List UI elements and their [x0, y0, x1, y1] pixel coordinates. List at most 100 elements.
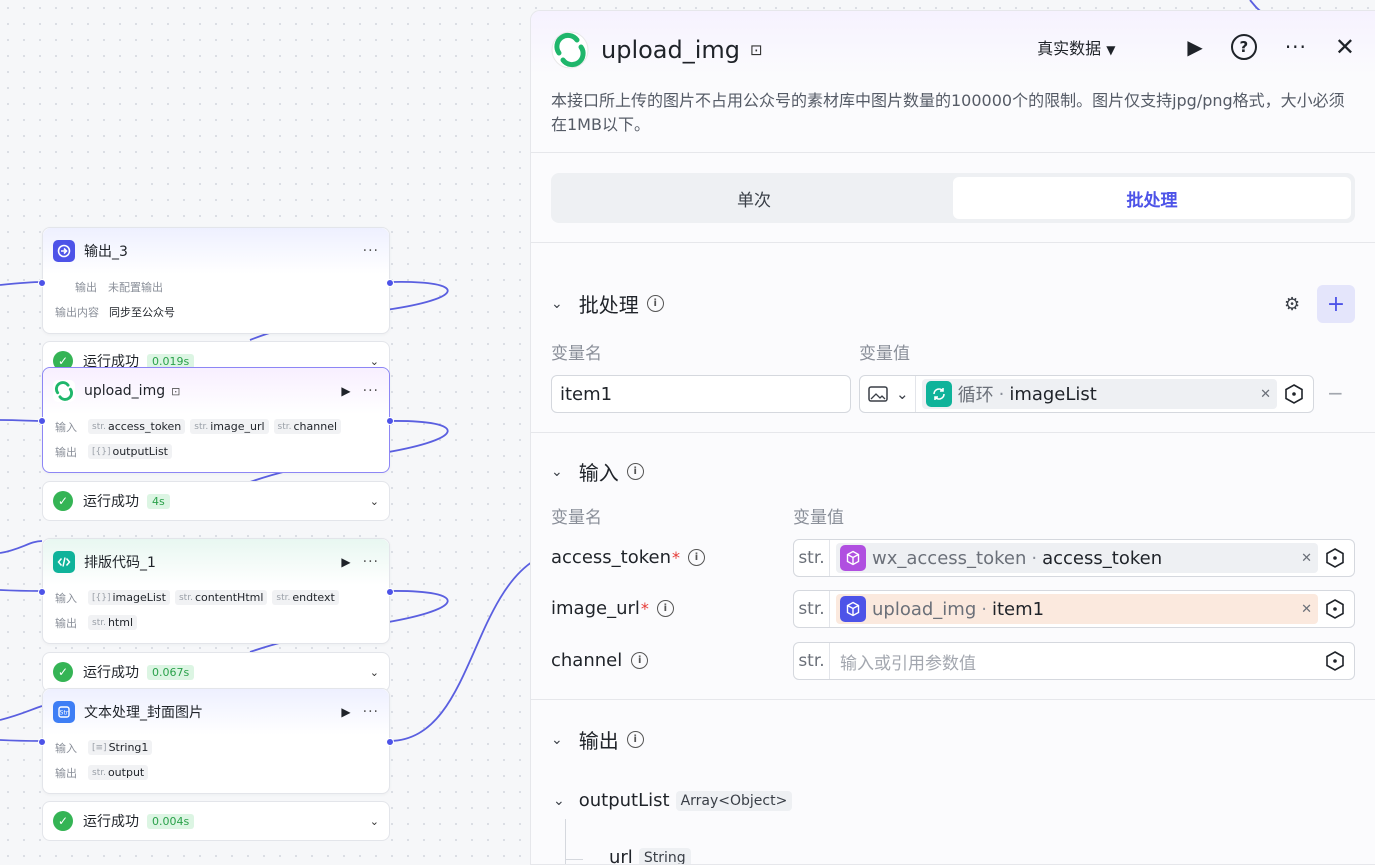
- status-text: 运行成功: [83, 665, 139, 681]
- param-tag: str.contentHtml: [174, 590, 268, 605]
- type-prefix: str.: [794, 591, 830, 627]
- output-port[interactable]: [386, 588, 394, 596]
- variable-reference[interactable]: upload_img · item1 ✕: [836, 594, 1318, 624]
- more-icon[interactable]: ···: [362, 704, 379, 720]
- item-name-value: item1: [560, 383, 613, 405]
- image-url-input[interactable]: str. upload_img · item1 ✕: [793, 590, 1355, 628]
- add-batch-button[interactable]: +: [1317, 285, 1355, 323]
- info-icon[interactable]: i: [688, 549, 705, 566]
- chevron-down-icon[interactable]: ⌄: [551, 295, 563, 312]
- row-label: 输出: [55, 445, 77, 459]
- clear-icon[interactable]: ✕: [1260, 386, 1271, 402]
- panel-title: upload_img: [601, 36, 741, 64]
- variable-picker-icon[interactable]: [1324, 547, 1346, 569]
- col-header-name: 变量名: [551, 344, 602, 364]
- check-icon: ✓: [53, 491, 73, 511]
- access-token-input[interactable]: str. wx_access_token · access_token ✕: [793, 539, 1355, 577]
- output-port[interactable]: [386, 279, 394, 287]
- more-icon[interactable]: ···: [362, 554, 379, 570]
- chevron-down-icon[interactable]: ⌄: [551, 463, 563, 480]
- close-icon[interactable]: ✕: [1334, 33, 1355, 61]
- info-icon[interactable]: i: [626, 463, 644, 480]
- play-icon[interactable]: ▶: [1187, 35, 1203, 59]
- remove-item-button[interactable]: −: [1327, 381, 1344, 405]
- tab-batch[interactable]: 批处理: [953, 177, 1351, 219]
- more-icon[interactable]: ···: [1284, 35, 1307, 59]
- input-port[interactable]: [38, 417, 46, 425]
- more-icon[interactable]: ···: [362, 243, 379, 259]
- real-data-label: 真实数据: [1037, 39, 1102, 58]
- caret-down-icon: ▼: [1106, 43, 1116, 57]
- ref-separator: ·: [998, 383, 1005, 405]
- output-type: Array<Object>: [675, 790, 793, 811]
- output-port[interactable]: [386, 738, 394, 746]
- node-output-3[interactable]: 输出_3 ··· 输出 未配置输出 输出内容 同步至公众号: [38, 227, 394, 334]
- run-status[interactable]: ✓ 运行成功 4s ⌄: [42, 481, 390, 521]
- info-icon[interactable]: i: [656, 600, 674, 617]
- variable-picker-icon[interactable]: [1324, 598, 1346, 620]
- play-icon[interactable]: ▶: [341, 384, 351, 398]
- input-section-header[interactable]: ⌄ 输入 i: [551, 457, 644, 486]
- output-port[interactable]: [386, 417, 394, 425]
- output-item-outputlist[interactable]: ⌄ outputList Array<Object>: [553, 790, 793, 811]
- channel-input[interactable]: str. 输入或引用参数值: [793, 642, 1355, 680]
- variable-picker-icon[interactable]: [1283, 383, 1305, 405]
- row-label: 输入: [55, 420, 77, 434]
- clear-icon[interactable]: ✕: [1301, 601, 1312, 617]
- info-icon[interactable]: i: [626, 731, 644, 748]
- ref-source: upload_img: [872, 598, 977, 620]
- ref-name: imageList: [1009, 383, 1097, 405]
- batch-item-name-input[interactable]: item1: [551, 375, 851, 413]
- variable-reference[interactable]: wx_access_token · access_token ✕: [836, 543, 1318, 573]
- field-name: image_url: [551, 598, 640, 619]
- play-icon[interactable]: ▶: [341, 555, 351, 569]
- real-data-dropdown[interactable]: 真实数据 ▼: [1037, 35, 1115, 59]
- help-icon[interactable]: ?: [1230, 34, 1257, 60]
- required-mark: *: [672, 548, 680, 567]
- panel-description: 本接口所上传的图片不占用公众号的素材库中图片数量的100000个的限制。图片仅支…: [551, 91, 1345, 134]
- output-name: outputList: [578, 790, 670, 811]
- info-icon[interactable]: i: [631, 652, 649, 669]
- batch-section-header[interactable]: ⌄ 批处理 i: [551, 289, 664, 318]
- param-tag: [≡]String1: [88, 740, 153, 755]
- settings-icon[interactable]: ⚙: [1284, 294, 1301, 315]
- chevron-down-icon[interactable]: ⌄: [369, 354, 379, 368]
- chevron-down-icon[interactable]: ⌄: [369, 494, 379, 508]
- batch-item-value-input[interactable]: ⌄ 循环 · imageList ✕: [859, 375, 1314, 413]
- status-text: 运行成功: [83, 354, 139, 370]
- row-label: 输入: [55, 741, 77, 755]
- check-icon: ✓: [53, 662, 73, 682]
- section-title: 输入: [578, 461, 619, 485]
- image-type-selector[interactable]: ⌄: [860, 376, 916, 412]
- info-icon[interactable]: i: [646, 295, 664, 312]
- run-status[interactable]: ✓ 运行成功 0.004s ⌄: [42, 801, 390, 841]
- chevron-down-icon[interactable]: ⌄: [551, 731, 563, 748]
- input-port[interactable]: [38, 279, 46, 287]
- chevron-down-icon[interactable]: ⌄: [369, 814, 379, 828]
- more-icon[interactable]: ···: [362, 383, 379, 399]
- status-time: 4s: [147, 493, 170, 509]
- field-name: access_token: [551, 547, 671, 568]
- output-node-icon: [53, 240, 75, 262]
- chevron-down-icon[interactable]: ⌄: [553, 792, 565, 809]
- input-port[interactable]: [38, 738, 46, 746]
- node-upload-img[interactable]: upload_img ⊡ ▶ ··· 输入 str.access_token s…: [38, 367, 394, 473]
- output-section-header[interactable]: ⌄ 输出 i: [551, 725, 644, 754]
- image-icon: [868, 386, 888, 402]
- run-status[interactable]: ✓ 运行成功 0.067s ⌄: [42, 652, 390, 692]
- param-tag: str.html: [88, 615, 138, 630]
- node-text-process[interactable]: Str 文本处理_封面图片 ▶ ··· 输入 [≡]String1 输出 str…: [38, 688, 394, 794]
- play-icon[interactable]: ▶: [341, 705, 351, 719]
- node-code[interactable]: 排版代码_1 ▶ ··· 输入 [{}]imageList str.conten…: [38, 538, 394, 644]
- chevron-down-icon[interactable]: ⌄: [369, 665, 379, 679]
- param-tag: str.endtext: [272, 590, 339, 605]
- col-header-value: 变量值: [859, 344, 910, 364]
- clear-icon[interactable]: ✕: [1301, 550, 1312, 566]
- variable-picker-icon[interactable]: [1324, 650, 1346, 672]
- variable-reference[interactable]: 循环 · imageList ✕: [921, 379, 1277, 409]
- field-name: channel: [551, 650, 623, 671]
- row-label: 输出: [75, 280, 97, 294]
- param-tag: [{}]imageList: [88, 590, 170, 605]
- tab-single[interactable]: 单次: [737, 190, 771, 211]
- input-port[interactable]: [38, 588, 46, 596]
